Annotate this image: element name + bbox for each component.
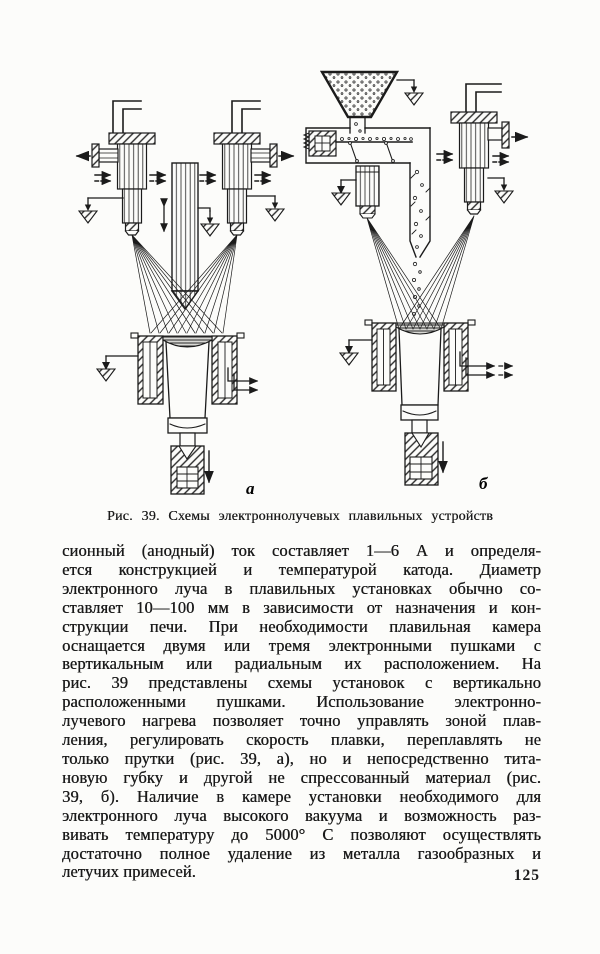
text-line: расположенными пушками. Использование эл…	[62, 692, 541, 712]
page-number: 125	[513, 867, 540, 884]
text-line: достаточно полное удаление из металла га…	[62, 843, 541, 863]
text-line: оснащается двумя или тремя электронными …	[62, 635, 541, 655]
text-line: сионный (анодный) ток составляет 1—6 А и…	[62, 541, 541, 560]
electron-beams-a	[131, 234, 238, 334]
text-line: ления, регулировать скорость плавки, пер…	[62, 730, 541, 750]
text-line: ставляет 10—100 мм в зависимости от назн…	[62, 597, 541, 617]
body-text: сионный (анодный) ток составляет 1—6 А и…	[62, 541, 541, 882]
melt-pool	[162, 335, 213, 348]
crystallizer-a	[96, 332, 259, 495]
sponge-granules	[340, 136, 413, 141]
crystallizer-b	[339, 319, 514, 486]
figure-diagram: а	[75, 70, 529, 498]
water-outlet-arrow	[233, 373, 259, 394]
electron-gun-a-left	[75, 100, 165, 236]
ground-symbol	[404, 79, 424, 106]
ground-symbol	[96, 355, 116, 382]
electron-gun-b-left	[331, 165, 380, 219]
scheme-b: б	[302, 70, 529, 493]
text-line: ется конструкцией и температурой катода.…	[62, 559, 541, 579]
hopper	[319, 70, 424, 134]
text-line: струкции печи. При необходимости плавиль…	[62, 616, 541, 636]
spring	[302, 132, 311, 150]
ground-symbol	[78, 197, 98, 224]
text-line: вивать температуру до 5000° С позволяют …	[62, 824, 541, 844]
text-line: 39, б). Наличие в камере установки необх…	[62, 786, 541, 806]
feed-channel	[409, 127, 431, 316]
text-line: рис. 39 представлены схемы установок с в…	[62, 673, 541, 693]
water-outlet-arrow	[465, 357, 496, 379]
ingot	[398, 328, 442, 406]
withdrawal-ram	[170, 445, 205, 495]
ground-symbol	[331, 179, 351, 206]
ground-symbol	[339, 339, 359, 366]
text-line: электронного луча высокого вакуума и воз…	[62, 805, 541, 825]
text-line: новую губку и другой не спрессованный ма…	[62, 767, 541, 787]
water-outlet-arrow	[227, 367, 259, 385]
text-line: вертикальным или радиальным их расположе…	[62, 654, 541, 674]
text-line: электронного луча в плавильных установка…	[62, 578, 541, 598]
water-outlet-arrow	[459, 351, 496, 370]
electron-gun-b-right	[437, 83, 529, 215]
electron-beams-b	[366, 215, 475, 330]
text-line: летучих примесей.	[62, 862, 196, 882]
withdrawal-ram	[404, 432, 439, 486]
text-line: лучевого нагрева позволяет точно управля…	[62, 711, 541, 731]
figure-label-a: а	[246, 479, 255, 498]
scheme-a: а	[75, 100, 295, 498]
ingot	[165, 341, 210, 419]
figure-caption: Рис. 39. Схемы электроннолучевых плавиль…	[107, 509, 493, 524]
consumable-rod	[160, 162, 220, 311]
ground-symbol	[200, 210, 220, 237]
text-line: только прутки (рис. 39, а), но и непосре…	[62, 748, 541, 768]
figure-label-b: б	[479, 474, 489, 493]
electron-gun-a-right	[200, 100, 295, 236]
vibro-feeder	[302, 127, 431, 164]
ground-symbol	[265, 195, 285, 222]
ground-symbol	[494, 177, 514, 204]
